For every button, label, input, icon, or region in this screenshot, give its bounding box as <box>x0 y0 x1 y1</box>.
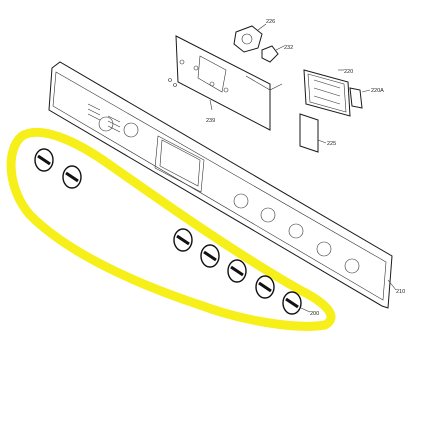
vent-grille <box>87 103 121 133</box>
rear-bracket: 239 <box>168 35 283 131</box>
knobs: 200 <box>34 148 319 317</box>
shield-plate: 225 <box>299 113 336 153</box>
label-harness-cover: 239 <box>206 118 215 124</box>
panel-dial-right-row <box>233 193 360 274</box>
knob <box>200 244 220 268</box>
knob-highlight-outline <box>6 127 336 331</box>
label-panel: 210 <box>396 289 405 295</box>
module-connector: 220A <box>349 87 384 109</box>
label-module-connector: 220A <box>371 88 384 94</box>
label-switch: 232 <box>284 45 293 51</box>
control-panel: 210 <box>48 61 405 309</box>
knob <box>62 165 82 189</box>
panel-dial-left <box>98 116 139 138</box>
label-bracket-top: 226 <box>266 19 275 25</box>
switch-assembly: 226 <box>233 19 275 53</box>
label-module: 220 <box>344 69 353 75</box>
knob <box>173 228 193 252</box>
knob <box>227 259 247 283</box>
electronic-module: 220 <box>303 69 353 117</box>
small-switch: 232 <box>261 45 293 63</box>
knob <box>255 275 275 299</box>
label-shield: 225 <box>327 141 336 147</box>
knob <box>34 148 54 172</box>
label-knob: 200 <box>310 311 319 317</box>
knob <box>282 291 302 315</box>
